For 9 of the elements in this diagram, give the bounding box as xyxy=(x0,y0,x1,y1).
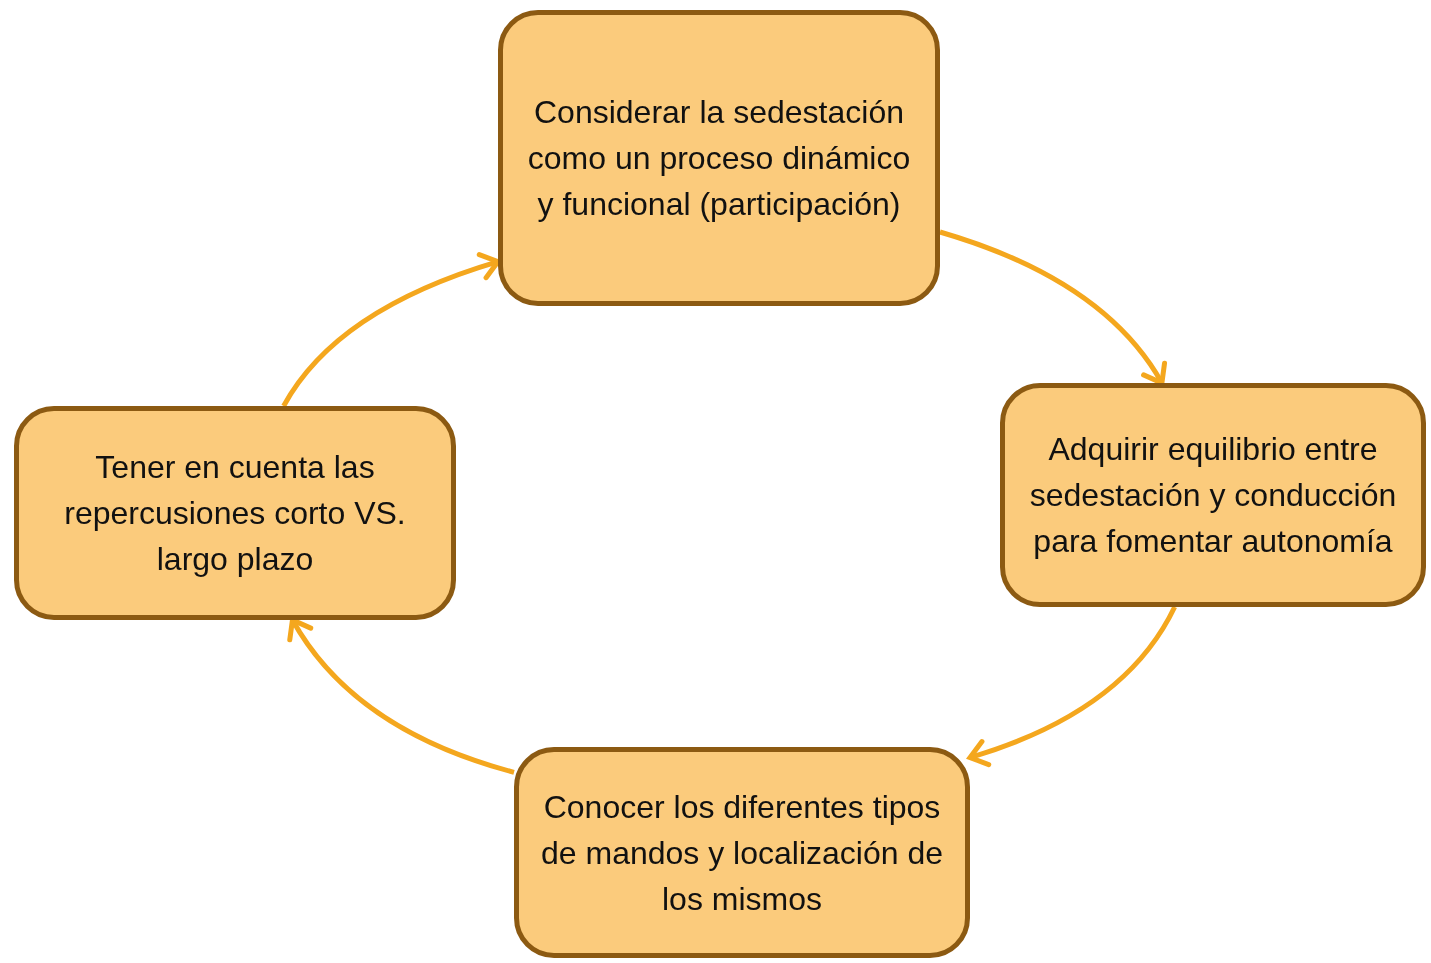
box-text: Adquirir equilibrio entre sedestación y conducción para fomentar autonomía xyxy=(1028,430,1398,561)
rounded-process-box xyxy=(14,406,456,620)
rounded-process-box xyxy=(1000,383,1426,607)
rounded-process-box xyxy=(498,10,940,306)
rounded-process-box xyxy=(514,747,970,958)
curved-arrow xyxy=(967,605,1177,767)
box-text: Tener en cuenta las repercusiones corto VS. largo plazo xyxy=(63,448,407,579)
box-text: Considerar la sedestación como un proceso dinámico y funcional (participación) xyxy=(526,93,912,224)
box-text: Conocer los diferentes tipos de mandos y localización de los mismos xyxy=(541,787,943,919)
